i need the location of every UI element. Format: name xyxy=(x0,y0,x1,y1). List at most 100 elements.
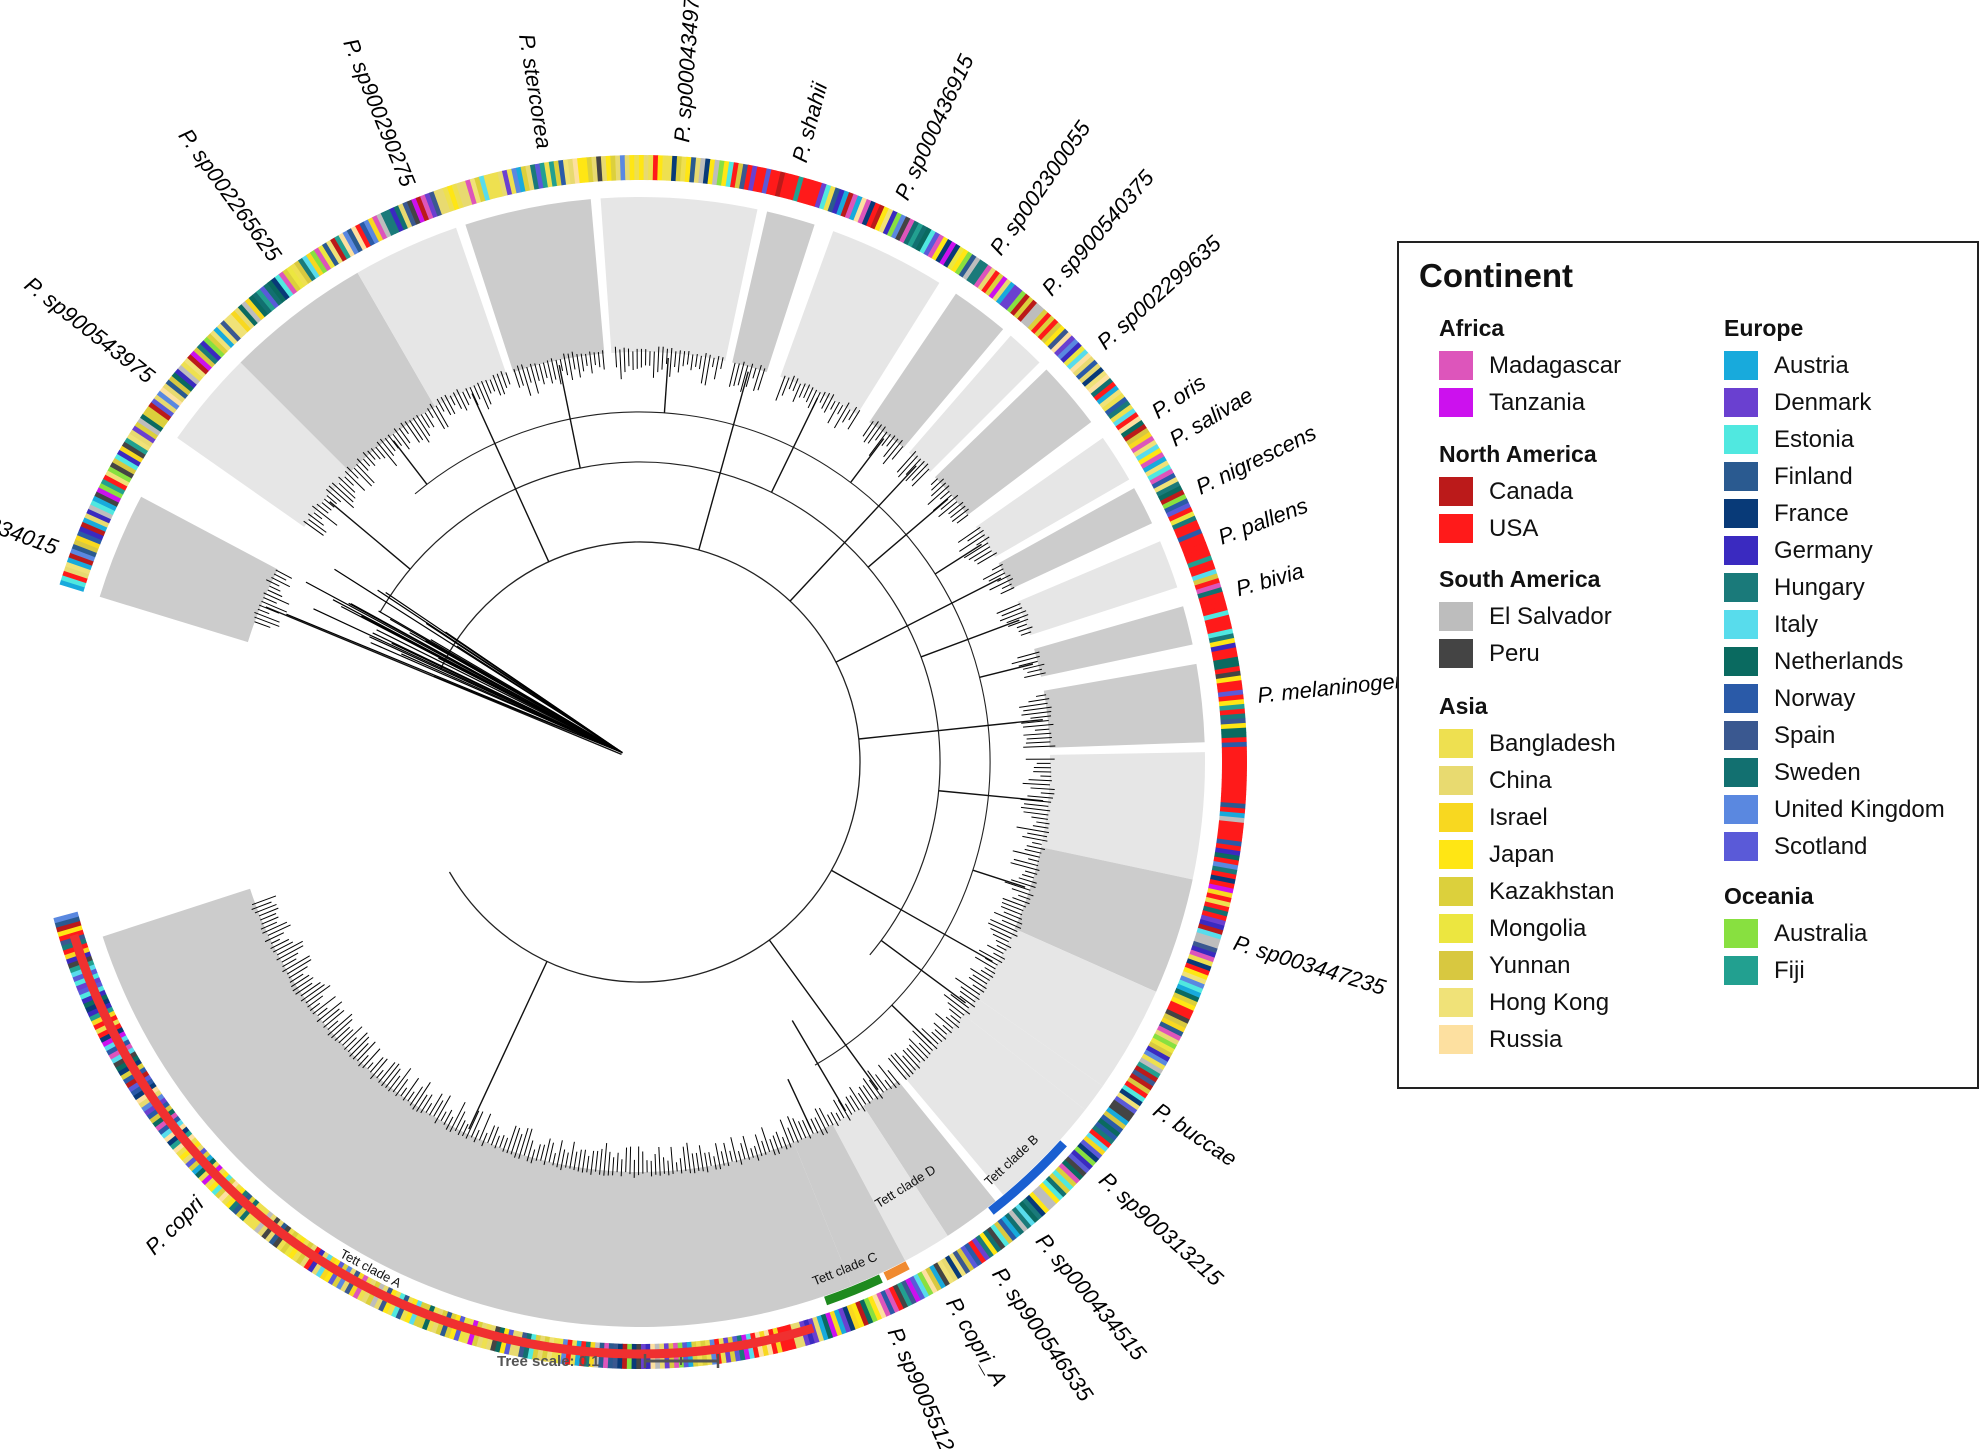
legend-item-label: Madagascar xyxy=(1489,351,1622,379)
ring-stripe xyxy=(317,244,336,269)
legend-item: Denmark xyxy=(1724,384,1945,421)
clade-sector xyxy=(1017,541,1178,636)
ring-stripe xyxy=(1138,1057,1164,1075)
leaf-branch xyxy=(980,969,994,978)
ring-stripe xyxy=(465,179,478,205)
legend-item-label: Japan xyxy=(1489,840,1555,868)
ring-stripe xyxy=(1085,1132,1109,1153)
legend-item-label: Spain xyxy=(1774,721,1836,749)
leaf-branch xyxy=(346,466,359,479)
ring-stripe xyxy=(1082,1135,1106,1156)
ring-stripe xyxy=(1069,352,1092,374)
ring-stripe xyxy=(1133,439,1158,458)
ring-stripe xyxy=(1091,1125,1115,1145)
ring-stripe xyxy=(1168,506,1194,523)
leaf-branch xyxy=(470,1111,484,1138)
ring-stripe xyxy=(1221,774,1247,781)
leaf-branch xyxy=(775,1131,783,1149)
leaf-branch xyxy=(313,608,623,754)
ring-stripe xyxy=(1054,335,1076,357)
ring-stripe xyxy=(707,159,716,185)
ring-stripe xyxy=(765,169,777,195)
ring-stripe xyxy=(1093,381,1117,402)
ring-stripe xyxy=(1168,1000,1194,1016)
ring-stripe xyxy=(553,160,563,186)
ring-stripe xyxy=(1145,460,1170,478)
ring-stripe xyxy=(911,225,928,250)
ring-stripe xyxy=(1050,332,1073,354)
leaf-branch xyxy=(695,1152,700,1172)
leaf-branch xyxy=(977,552,998,565)
ring-stripe xyxy=(1072,356,1095,377)
clade-sector xyxy=(1041,752,1205,880)
leaf-branch xyxy=(669,347,673,377)
legend-item-label: France xyxy=(1774,499,1849,527)
leaf-branch xyxy=(868,1079,884,1099)
leaf-branch xyxy=(534,363,540,381)
leaf-branch xyxy=(978,949,1003,964)
leaf-branch xyxy=(996,944,1007,951)
leaf-branch xyxy=(934,1029,947,1040)
leaf-branch xyxy=(342,1026,363,1046)
legend-item-label: Scotland xyxy=(1774,832,1868,860)
leaf-branch xyxy=(720,357,724,370)
leaf-branch xyxy=(429,403,445,430)
ring-stripe xyxy=(814,182,828,209)
ring-stripe xyxy=(483,174,495,200)
ring-stripe xyxy=(1207,887,1233,899)
leaf-branch xyxy=(254,616,280,627)
ring-stripe xyxy=(997,1218,1017,1242)
ring-stripe xyxy=(497,170,509,197)
leaf-branch xyxy=(811,392,821,410)
leaf-branch xyxy=(378,1062,396,1083)
leaf-branch xyxy=(883,438,899,458)
clade-label: P. sp000834015 xyxy=(0,482,62,560)
leaf-branch xyxy=(737,1150,743,1165)
ring-stripe xyxy=(153,394,178,414)
ring-stripe xyxy=(1221,746,1247,753)
clade-sector xyxy=(975,437,1130,557)
ring-stripe xyxy=(1156,1025,1182,1042)
ring-stripe xyxy=(993,1221,1013,1245)
leaf-branch xyxy=(950,1014,961,1024)
legend-swatch xyxy=(1724,425,1758,454)
ring-stripe xyxy=(474,176,486,203)
legend-swatch xyxy=(1439,988,1473,1017)
ring-stripe xyxy=(1173,519,1199,535)
leaf-branch xyxy=(798,1121,807,1139)
leaf-branch xyxy=(385,591,623,754)
leaf-branch xyxy=(492,374,502,396)
leaf-branch xyxy=(1022,663,1045,670)
ring-stripe xyxy=(1123,423,1148,443)
branch xyxy=(835,577,1002,663)
legend-item: Finland xyxy=(1724,458,1945,495)
ring-stripe xyxy=(1107,400,1131,420)
leaf-branch xyxy=(886,435,896,447)
legend-swatch xyxy=(1439,351,1473,380)
ring-stripe xyxy=(525,164,535,191)
leaf-branch xyxy=(700,352,707,384)
ring-stripe xyxy=(1018,1200,1039,1224)
clade-sectors xyxy=(99,197,1205,1327)
leaf-branch xyxy=(1023,745,1056,748)
leaf-branch xyxy=(951,508,969,522)
leaf-branch xyxy=(506,1125,517,1154)
ring-stripe xyxy=(1216,833,1243,843)
leaf-branch xyxy=(662,1157,665,1174)
leaf-branch xyxy=(711,357,715,368)
leaf-branch xyxy=(967,529,984,542)
ring-stripe xyxy=(145,405,169,425)
leaf-branch xyxy=(1026,845,1045,851)
leaf-branch xyxy=(991,563,1003,571)
ring-stripe xyxy=(1200,914,1226,927)
leaf-branch xyxy=(1024,803,1049,807)
leaf-branch xyxy=(740,1143,746,1160)
ring-stripe xyxy=(126,433,151,452)
leaf-branch xyxy=(589,351,593,374)
legend-item-label: Germany xyxy=(1774,536,1873,564)
ring-stripe xyxy=(657,155,664,181)
ring-stripe xyxy=(1102,1110,1127,1130)
leaf-branch xyxy=(347,1032,368,1053)
ring-stripe xyxy=(725,161,735,188)
leaf-branch xyxy=(939,490,950,500)
